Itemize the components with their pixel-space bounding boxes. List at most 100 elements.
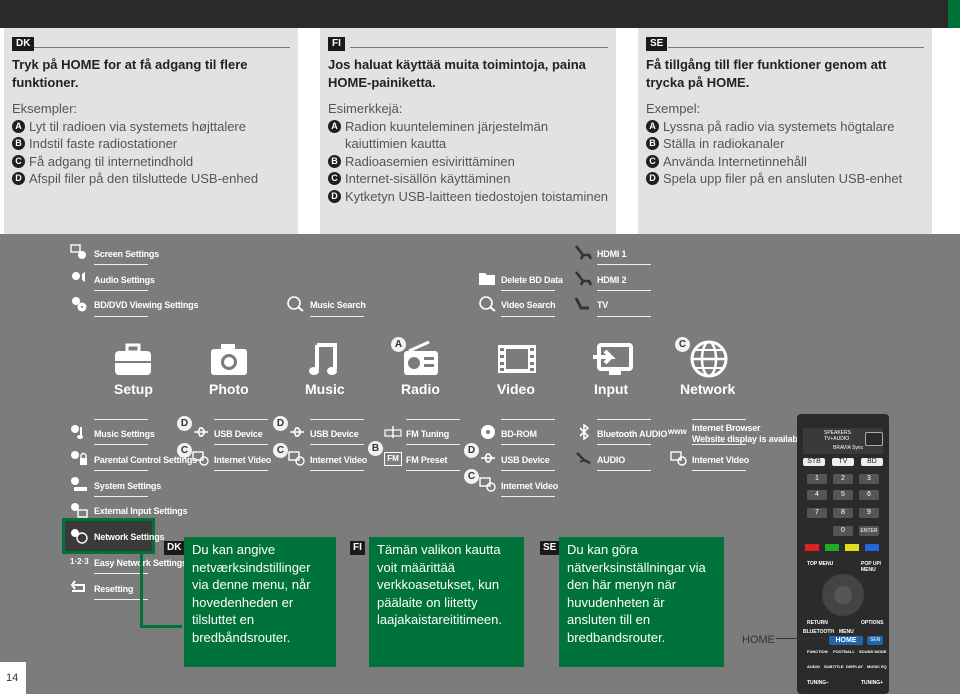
lang-tag-se: SE xyxy=(646,37,668,51)
label: POP UP/ MENU xyxy=(861,561,882,573)
menu-photo-usb-device[interactable]: USB Device xyxy=(214,429,263,439)
rule xyxy=(310,444,364,445)
menu-tv[interactable]: TV xyxy=(597,300,609,310)
menu-resetting[interactable]: Resetting xyxy=(94,584,134,594)
menu-internet-browser[interactable]: Internet Browser xyxy=(692,423,761,433)
menu-delete-bd-data[interactable]: Delete BD Data xyxy=(501,275,563,285)
key-badge: B xyxy=(12,137,25,150)
menu-network-internet-video[interactable]: Internet Video xyxy=(692,455,750,465)
yellow-button[interactable] xyxy=(845,544,859,551)
box-dk-ex: Eksempler: xyxy=(12,101,78,116)
tv-button[interactable]: TV xyxy=(832,458,854,466)
camera-icon xyxy=(211,344,247,375)
menu-external-input-settings[interactable]: External Input Settings xyxy=(94,506,188,516)
callout-c: C xyxy=(177,443,192,458)
menu-music-settings[interactable]: Music Settings xyxy=(94,429,155,439)
label: TUNING– xyxy=(807,680,829,686)
usb-icon xyxy=(290,427,304,437)
menu-audio[interactable]: AUDIO xyxy=(597,455,625,465)
rule xyxy=(310,470,364,471)
menu-video-internet-video[interactable]: Internet Video xyxy=(501,481,559,491)
menu-network-settings[interactable]: Network Settings xyxy=(94,532,165,542)
rule xyxy=(214,470,268,471)
power-button[interactable] xyxy=(865,432,883,446)
box-fi: FI Jos haluat käyttää muita toimintoja, … xyxy=(320,28,616,234)
green-button[interactable] xyxy=(825,544,839,551)
menu-video-usb-device[interactable]: USB Device xyxy=(501,455,550,465)
key-badge: C xyxy=(646,154,659,168)
tag-rule xyxy=(350,47,608,48)
input-icon xyxy=(593,343,633,375)
category-setup[interactable]: Setup xyxy=(114,381,153,397)
label: FOOTBALL xyxy=(833,649,855,654)
menu-photo-internet-video[interactable]: Internet Video xyxy=(214,455,272,465)
audio-settings-icon xyxy=(72,272,85,282)
red-button[interactable] xyxy=(805,544,819,551)
digit-button[interactable]: 2 xyxy=(833,474,853,484)
digit-button[interactable]: 0 xyxy=(833,526,853,536)
category-video[interactable]: Video xyxy=(497,381,535,397)
callout-d: D xyxy=(464,443,479,458)
menu-bluetooth-audio[interactable]: Bluetooth AUDIO xyxy=(597,429,668,439)
home-button[interactable]: HOME xyxy=(829,636,863,645)
digit-button[interactable]: 5 xyxy=(833,490,853,500)
category-music[interactable]: Music xyxy=(305,381,345,397)
tag-rule xyxy=(668,47,924,48)
music-note-icon xyxy=(309,343,337,375)
menu-fm-tuning[interactable]: FM Tuning xyxy=(406,429,450,439)
note-text: Du kan angive netværksindstillinger via … xyxy=(192,542,311,645)
rule xyxy=(406,444,460,445)
digit-button[interactable]: 8 xyxy=(833,508,853,518)
category-photo[interactable]: Photo xyxy=(209,381,249,397)
menu-parental-control-settings[interactable]: Parental Control Settings xyxy=(94,455,198,465)
category-input[interactable]: Input xyxy=(594,381,629,397)
menu-video-search[interactable]: Video Search xyxy=(501,300,556,310)
digit-button[interactable]: 1 xyxy=(807,474,827,484)
page-number: 14 xyxy=(0,662,26,694)
rule xyxy=(94,419,148,420)
folder-icon xyxy=(479,273,495,285)
lang-tag-fi: FI xyxy=(328,37,345,51)
menu-hdmi-1[interactable]: HDMI 1 xyxy=(597,249,627,259)
remote-control: SPEAKERS TV+AUDIO BRAVIA Sync STB TV BD … xyxy=(797,414,889,694)
rule xyxy=(597,316,651,317)
reset-icon xyxy=(70,580,85,592)
menu-hdmi-2[interactable]: HDMI 2 xyxy=(597,275,627,285)
rule xyxy=(214,444,268,445)
menu-screen-settings[interactable]: Screen Settings xyxy=(94,249,160,259)
rule xyxy=(94,264,148,265)
menu-music-usb-device[interactable]: USB Device xyxy=(310,429,359,439)
menu-bd-rom[interactable]: BD-ROM xyxy=(501,429,537,439)
hdmi-plug-icon xyxy=(574,245,592,260)
menu-audio-settings[interactable]: Audio Settings xyxy=(94,275,155,285)
category-radio[interactable]: Radio xyxy=(401,381,440,397)
menu-music-search[interactable]: Music Search xyxy=(310,300,366,310)
box-dk-head: Tryk på HOME for at få adgang til flere … xyxy=(12,57,248,90)
menu-system-settings[interactable]: System Settings xyxy=(94,481,162,491)
label: FUNCTION xyxy=(807,649,828,654)
stb-button[interactable]: STB xyxy=(803,458,825,466)
digit-button[interactable]: 6 xyxy=(859,490,879,500)
digit-button[interactable]: 3 xyxy=(859,474,879,484)
blue-button[interactable] xyxy=(865,544,879,551)
external-input-icon xyxy=(71,503,88,518)
menu-fm-preset[interactable]: FM Preset xyxy=(406,455,448,465)
audio-cable-icon xyxy=(576,452,591,465)
category-network[interactable]: Network xyxy=(680,381,736,397)
label: OPTIONS xyxy=(861,620,884,626)
digit-button[interactable]: 7 xyxy=(807,508,827,518)
sen-button[interactable]: SEN xyxy=(867,636,883,645)
bd-button[interactable]: BD xyxy=(861,458,883,466)
label: DISPLAY xyxy=(846,664,863,669)
dpad-center[interactable] xyxy=(834,586,852,604)
enter-button[interactable]: ENTER xyxy=(859,526,879,536)
menu-music-internet-video[interactable]: Internet Video xyxy=(310,455,368,465)
rule xyxy=(597,444,651,445)
menu-bd-dvd-viewing-settings[interactable]: BD/DVD Viewing Settings xyxy=(94,300,199,310)
digit-button[interactable]: 9 xyxy=(859,508,879,518)
network-settings-icon xyxy=(71,529,88,544)
rule xyxy=(310,419,364,420)
digit-button[interactable]: 4 xyxy=(807,490,827,500)
